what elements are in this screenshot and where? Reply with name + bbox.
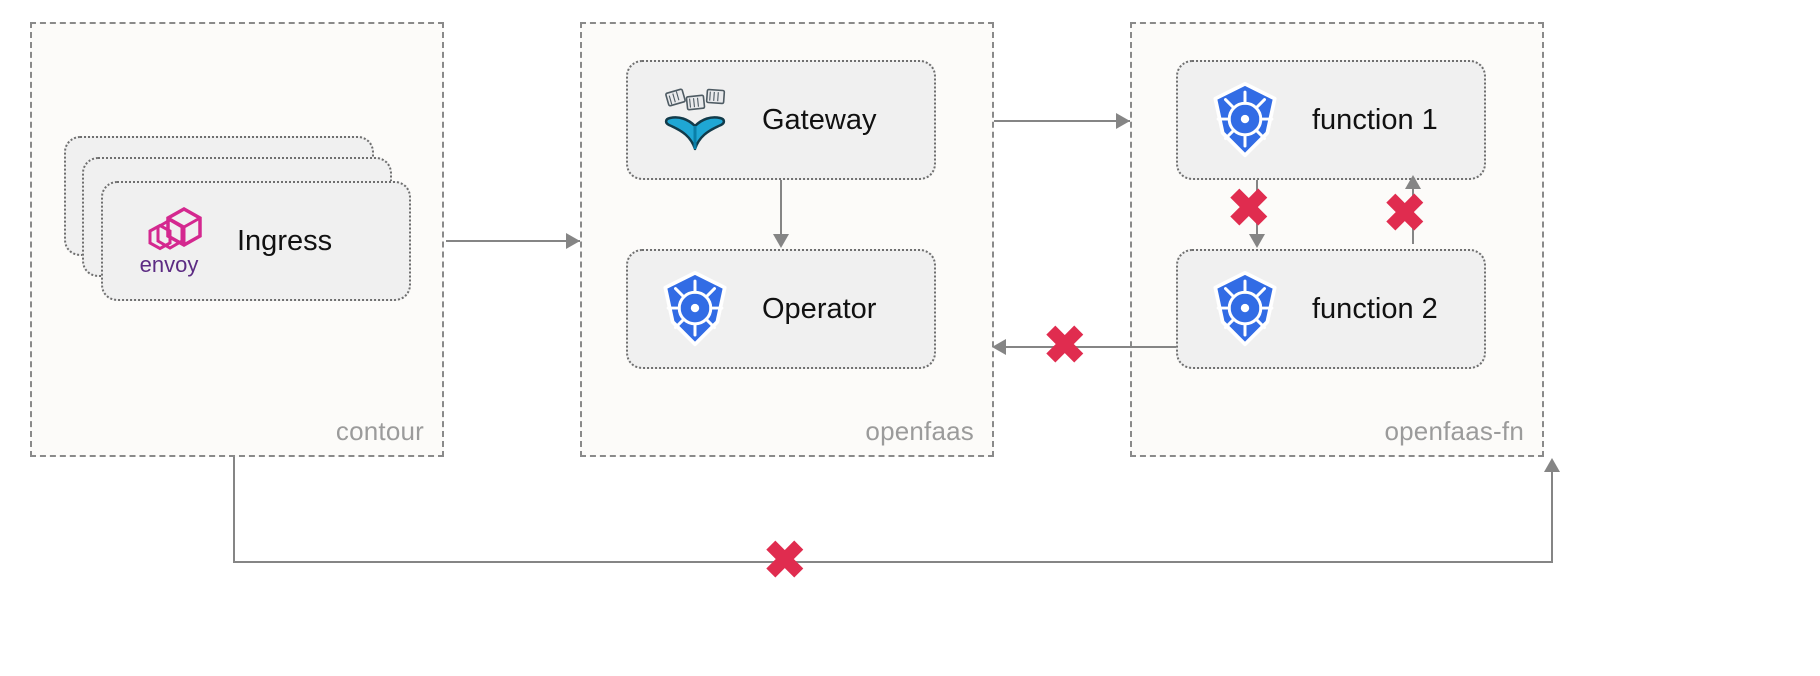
kubernetes-icon	[650, 251, 740, 367]
card-label-ingress: Ingress	[237, 224, 333, 257]
kubernetes-icon	[1200, 251, 1290, 367]
card-label-function-1: function 1	[1312, 103, 1438, 136]
card-gateway[interactable]: Gateway	[626, 60, 936, 180]
blocked-x-icon-function-1-to-function-2: ✖	[1227, 180, 1271, 238]
card-label-gateway: Gateway	[762, 103, 877, 136]
card-ingress[interactable]: envoy Ingress	[101, 181, 411, 301]
namespace-label-contour: contour	[335, 416, 424, 446]
blocked-x-icon-function-2-to-openfaas: ✖	[1043, 317, 1087, 375]
card-label-operator: Operator	[762, 292, 877, 325]
blocked-x-icon-function-2-to-function-1: ✖	[1383, 185, 1427, 243]
namespace-label-openfaas-fn: openfaas-fn	[1384, 416, 1524, 446]
blocked-x-icon-contour-to-openfaas-fn: ✖	[763, 532, 807, 590]
card-function-1[interactable]: function 1	[1176, 60, 1486, 180]
openfaas-icon	[650, 62, 740, 178]
card-function-2[interactable]: function 2	[1176, 249, 1486, 369]
svg-text:envoy: envoy	[140, 252, 199, 277]
envoy-icon: envoy	[125, 183, 215, 299]
namespace-label-openfaas: openfaas	[865, 416, 974, 446]
card-operator[interactable]: Operator	[626, 249, 936, 369]
card-label-function-2: function 2	[1312, 292, 1438, 325]
kubernetes-icon	[1200, 62, 1290, 178]
